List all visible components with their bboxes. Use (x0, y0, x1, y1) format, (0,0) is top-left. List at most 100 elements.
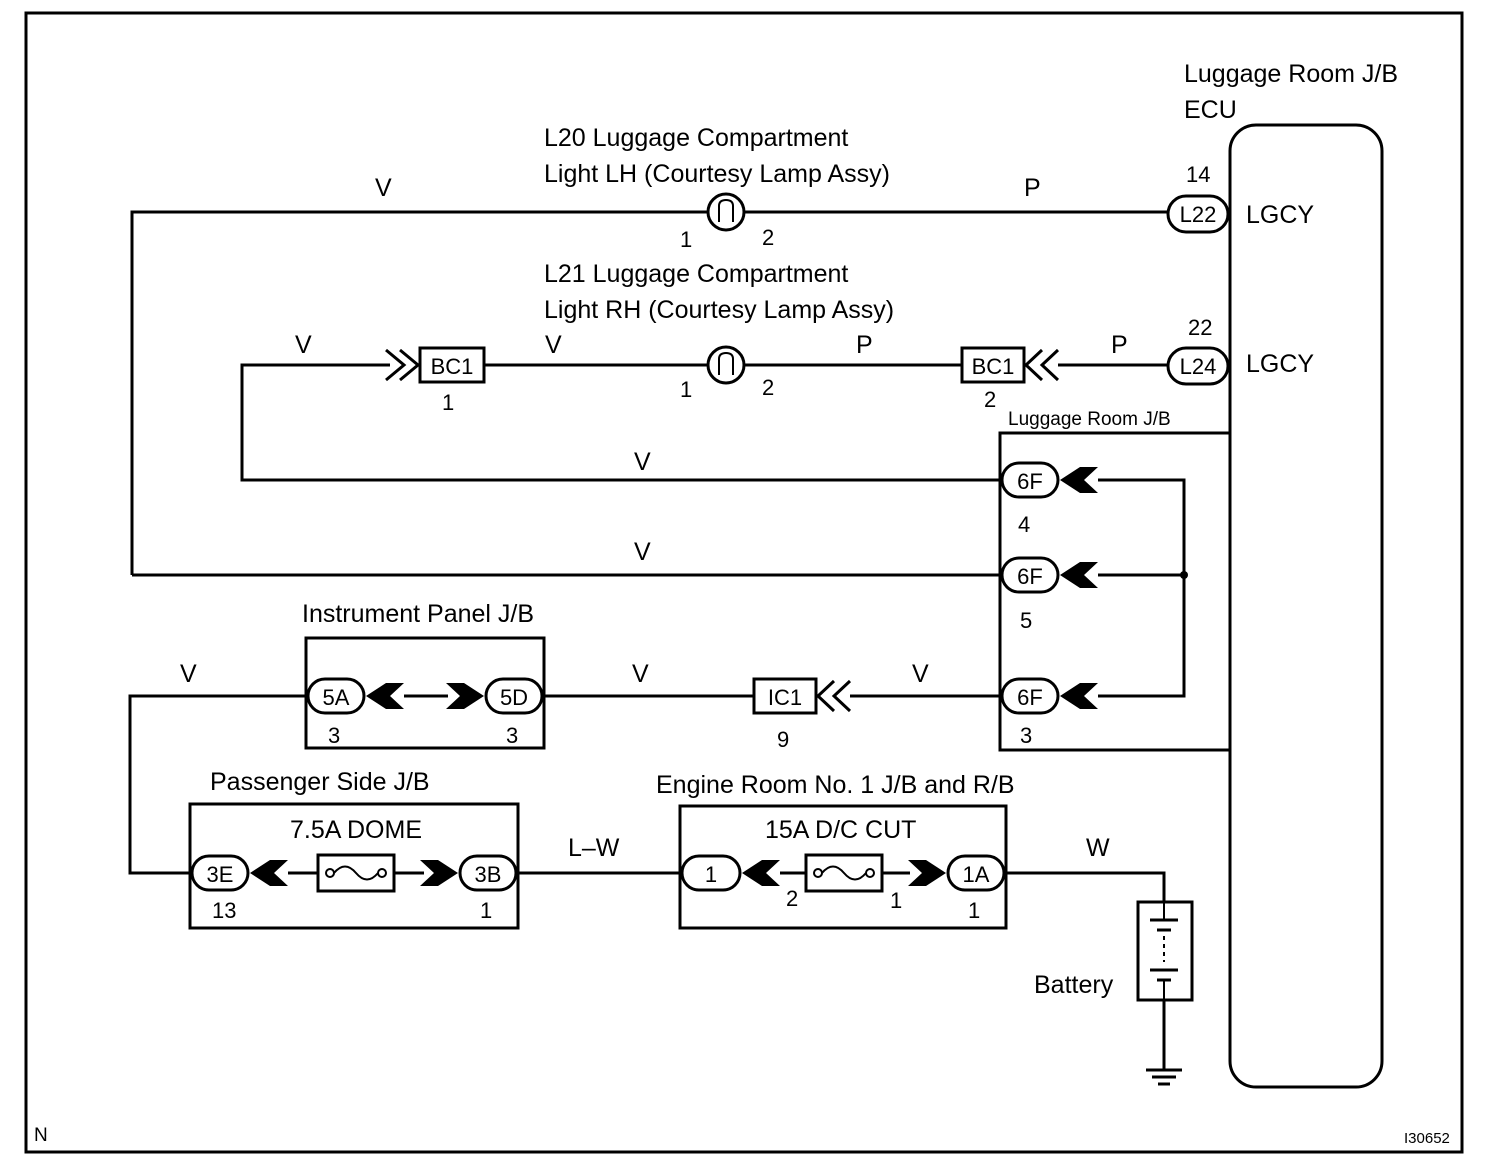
engine-jb-title: Engine Room No. 1 J/B and R/B (656, 771, 1015, 799)
connector-1 (680, 854, 742, 892)
corner-mark: N (34, 1125, 48, 1146)
connector-1a-label: 1A (963, 862, 990, 887)
connector-5d-label: 5D (500, 685, 528, 710)
lamp-filament (718, 198, 734, 222)
wire-v-rh-return (240, 363, 1002, 482)
wire-color-label: V (295, 331, 312, 359)
battery-label: Battery (1034, 971, 1114, 999)
lamp-icon (706, 192, 746, 232)
connector-5a-pin: 3 (328, 723, 340, 748)
ecu-pin-number: 14 (1186, 162, 1210, 187)
connector-1a-pin: 1 (968, 898, 980, 923)
l21-title: L21 Luggage Compartment (544, 260, 848, 288)
male-terminal-icon (399, 348, 421, 382)
l20-pin2: 2 (762, 225, 774, 250)
instrument-jb-box (304, 636, 546, 750)
connector-3e-label: 3E (207, 862, 234, 887)
engine-jb-fuse-label: 15A D/C CUT (765, 816, 916, 844)
jb-terminal-icon (446, 683, 484, 709)
jb-internal-bus (1098, 478, 1186, 698)
engine-room-jb: Engine Room No. 1 J/B and R/B 15A D/C CU… (656, 771, 1015, 930)
connector-bc1-left-label: BC1 (431, 354, 474, 379)
connector-6f-pin: 3 (1020, 723, 1032, 748)
connector-5a-label: 5A (323, 685, 350, 710)
jb-terminal-icon (1060, 683, 1098, 709)
jb-terminal-icon (250, 860, 288, 886)
instrument-panel-jb: Instrument Panel J/B 5A 3 5D 3 (302, 600, 546, 750)
wire-color-label: V (632, 660, 649, 688)
lamp-filament (718, 351, 734, 375)
jb-terminal-icon (908, 860, 946, 886)
passenger-jb-box (188, 802, 520, 930)
ecu-body (1228, 123, 1384, 1089)
diagram-id: I30652 (1404, 1130, 1450, 1147)
jb-terminal-icon (742, 860, 780, 886)
luggage-room-jb-ecu: Luggage Room J/B ECU 14 L22 LGCY 22 L24 … (1166, 60, 1398, 1089)
l21-pin1: 1 (680, 377, 692, 402)
l20-title: L20 Luggage Compartment (544, 124, 848, 152)
female-terminal-icon (1039, 348, 1060, 382)
fuse-pin: 1 (890, 888, 902, 913)
passenger-side-jb: Passenger Side J/B 7.5A DOME 3E 13 3B 1 (188, 768, 520, 930)
luggage-jb-title: Luggage Room J/B (1008, 409, 1171, 430)
connector-l22 (1166, 194, 1230, 234)
wire-color-label: V (912, 660, 929, 688)
fuse-pin: 2 (786, 886, 798, 911)
connector-3e-pin: 13 (212, 898, 236, 923)
jb-terminal-icon (420, 860, 458, 886)
wire-color-label: V (634, 448, 651, 476)
diagram-frame (24, 11, 1464, 1154)
female-terminal-icon (815, 679, 836, 713)
connector-3b-label: 3B (475, 862, 502, 887)
connector-6f-label: 6F (1017, 685, 1043, 710)
jb-terminal-icon (1060, 562, 1098, 588)
engine-jb-box (678, 804, 1008, 930)
wire-v-ip-ps (128, 694, 308, 875)
jb-terminal-icon (1060, 467, 1098, 493)
bc1-left-pin: 1 (442, 390, 454, 415)
ecu-signal-label: LGCY (1246, 350, 1314, 378)
fuse-terminal (325, 868, 335, 878)
luggage-jb-box (998, 431, 1230, 752)
connector-6f (1000, 461, 1060, 499)
l21-subtitle: Light RH (Courtesy Lamp Assy) (544, 296, 894, 324)
l20-subtitle: Light LH (Courtesy Lamp Assy) (544, 160, 890, 188)
connector-bc1-right-label: BC1 (972, 354, 1015, 379)
connector-ic1-label: IC1 (768, 685, 802, 710)
ecu-subtitle: ECU (1184, 96, 1237, 124)
connector-3b-pin: 1 (480, 898, 492, 923)
wire-color-label: V (545, 331, 562, 359)
connector-ic1-pin: 9 (777, 727, 789, 752)
wire-color-label: V (375, 174, 392, 202)
connector-6f-label: 6F (1017, 564, 1043, 589)
wire-color-label: V (180, 660, 197, 688)
ecu-pin-number: 22 (1188, 315, 1212, 340)
wire-v-lh (130, 210, 708, 575)
fuse-terminal (813, 868, 823, 878)
connector-6f-label: 6F (1017, 469, 1043, 494)
ecu-signal-label: LGCY (1246, 201, 1314, 229)
bc1-right-pin: 2 (984, 387, 996, 412)
ic1-circuit: IC1 9 V V (542, 660, 1002, 752)
connector-6f-pin: 4 (1018, 512, 1030, 537)
female-terminal-icon (1023, 348, 1044, 382)
wire-color-label: V (634, 538, 651, 566)
splice-point-icon (1180, 571, 1188, 579)
battery: W Battery (1004, 834, 1194, 1086)
connector-3e (190, 854, 250, 892)
luggage-room-jb: Luggage Room J/B 6F 4 6F 5 6F 3 V V (132, 409, 1230, 752)
passenger-jb-fuse-label: 7.5A DOME (290, 816, 422, 844)
fuse-element (821, 865, 867, 881)
connector-l24-label: L24 (1180, 354, 1217, 379)
connector-1-label: 1 (705, 862, 717, 887)
connector-6f-pin: 5 (1020, 608, 1032, 633)
wire-color-label: W (1086, 834, 1110, 862)
fuse-terminal (865, 868, 875, 878)
female-terminal-icon (831, 679, 852, 713)
rh-light-circuit: BC1 1 BC1 2 L21 Luggage Compartment Ligh… (240, 260, 1168, 482)
l20-pin1: 1 (680, 227, 692, 252)
wire-color-label: P (1024, 174, 1041, 202)
fuse-terminal (377, 868, 387, 878)
ecu-title: Luggage Room J/B (1184, 60, 1398, 88)
